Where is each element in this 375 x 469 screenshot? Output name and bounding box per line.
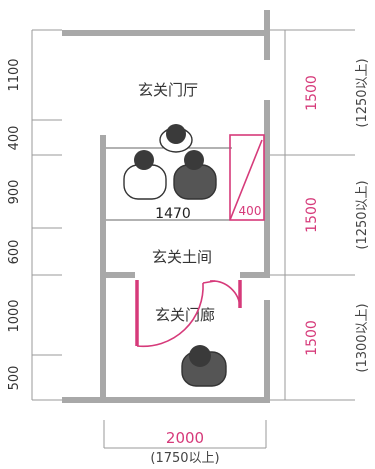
left-dim-400: 400 (7, 126, 22, 151)
left-dim-1000: 1000 (7, 299, 22, 332)
right-dim-3-alt: (1300以上) (355, 303, 370, 372)
bottom-dim-value: 2000 (166, 429, 204, 447)
room-label-corridor: 玄关门廊 (155, 306, 215, 324)
shoe-cabinet (229, 134, 265, 221)
right-dimension-line (270, 29, 355, 401)
person-top (159, 124, 193, 153)
right-dim-2: 1500 (304, 197, 320, 233)
right-dim-3: 1500 (304, 320, 320, 356)
bottom-dim-alt: (1750以上) (150, 451, 219, 466)
left-dim-500: 500 (7, 366, 22, 391)
person-left (123, 150, 167, 200)
left-dim-1100: 1100 (7, 58, 22, 91)
walls (62, 10, 270, 403)
room-label-hall: 玄关门厅 (138, 81, 198, 99)
bottom-dimension-line (103, 420, 267, 449)
right-dim-2-alt: (1250以上) (355, 180, 370, 249)
left-dimension-line (31, 29, 62, 401)
right-dim-1-alt: (1250以上) (355, 58, 370, 127)
cabinet-depth-label: 400 (239, 204, 262, 218)
entrance-doors (135, 280, 242, 348)
room-label-doma: 玄关土间 (152, 248, 212, 266)
person-entering (181, 345, 227, 387)
inner-width-label: 1470 (155, 206, 191, 222)
left-dim-600: 600 (7, 240, 22, 265)
left-dim-900: 900 (7, 180, 22, 205)
person-right (173, 150, 217, 200)
right-dim-1: 1500 (304, 75, 320, 111)
